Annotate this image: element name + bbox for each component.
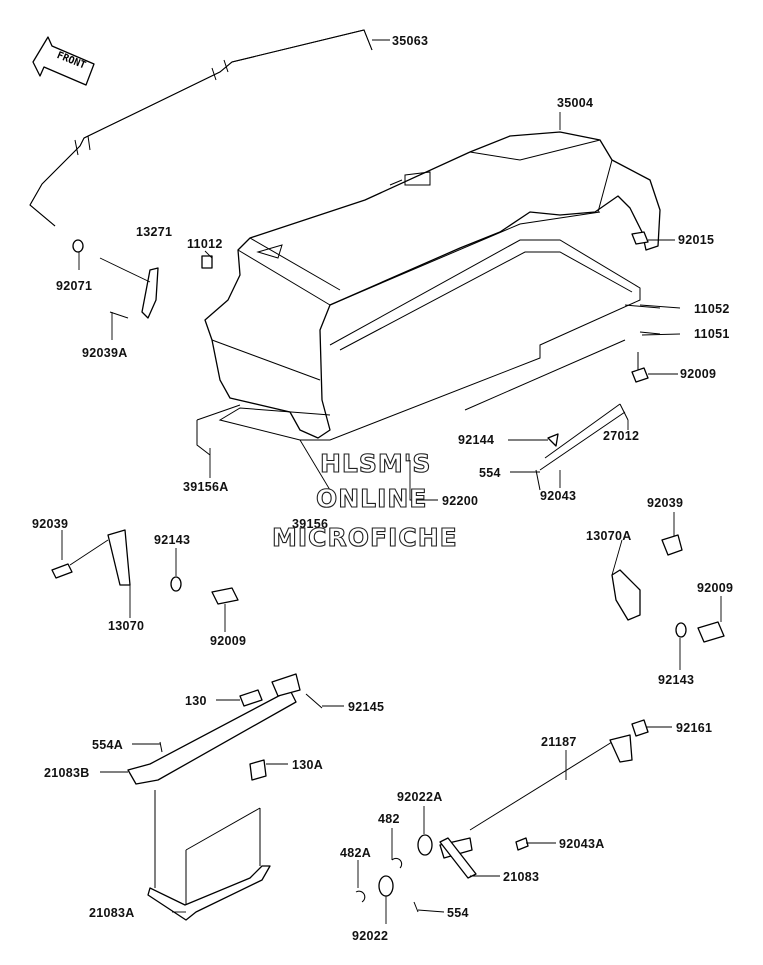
label-92200: 92200 <box>442 494 478 508</box>
label-554A: 554A <box>92 738 123 752</box>
label-92015: 92015 <box>678 233 714 247</box>
label-11051: 11051 <box>694 327 730 341</box>
watermark-line-2: ONLINE <box>316 484 427 513</box>
rod-35063 <box>29 29 373 227</box>
label-35063: 35063 <box>392 34 428 48</box>
front-arrow-icon: FRONT <box>32 36 95 86</box>
clip-482 <box>391 857 403 869</box>
label-130: 130 <box>185 694 207 708</box>
label-21083: 21083 <box>503 870 539 884</box>
right-hardware <box>535 231 661 491</box>
label-92039-left: 92039 <box>32 517 68 531</box>
label-11052: 11052 <box>694 302 730 316</box>
label-39156: 39156 <box>292 517 328 531</box>
rear-panel <box>218 239 641 441</box>
washer-92143-left <box>170 576 182 592</box>
label-21083A: 21083A <box>89 906 135 920</box>
label-92144: 92144 <box>458 433 494 447</box>
label-482: 482 <box>378 812 400 826</box>
linkage-21083B <box>127 673 323 785</box>
label-92043: 92043 <box>540 489 576 503</box>
seal-39156A <box>196 404 241 456</box>
label-92009-right: 92009 <box>697 581 733 595</box>
label-13070: 13070 <box>108 619 144 633</box>
cable-21187 <box>469 719 649 831</box>
label-21187: 21187 <box>541 735 577 749</box>
label-39156A: 39156A <box>183 480 229 494</box>
label-92143-left: 92143 <box>154 533 190 547</box>
label-13070A: 13070A <box>586 529 632 543</box>
washer-92143-right <box>675 622 687 638</box>
label-27012: 27012 <box>603 429 639 443</box>
label-92009-top: 92009 <box>680 367 716 381</box>
grommet-92071 <box>72 239 84 253</box>
label-92039-right: 92039 <box>647 496 683 510</box>
canopy-35004 <box>204 131 661 439</box>
bracket-13070A <box>611 534 725 643</box>
label-92143-right: 92143 <box>658 673 694 687</box>
label-130A: 130A <box>292 758 323 772</box>
label-92161: 92161 <box>676 721 712 735</box>
washer-92022 <box>378 875 394 897</box>
label-92039A: 92039A <box>82 346 128 360</box>
label-92022: 92022 <box>352 929 388 943</box>
label-92071: 92071 <box>56 279 92 293</box>
watermark-line-1: HLSM'S <box>320 449 431 478</box>
label-554-bottom: 554 <box>447 906 469 920</box>
bracket-13070 <box>51 529 239 605</box>
lever-21083 <box>355 834 529 913</box>
label-11012: 11012 <box>187 237 223 251</box>
label-92022A: 92022A <box>397 790 443 804</box>
label-554-top: 554 <box>479 466 501 480</box>
label-482A: 482A <box>340 846 371 860</box>
label-21083B: 21083B <box>44 766 90 780</box>
label-35004: 35004 <box>557 96 593 110</box>
leader-lines <box>61 39 722 924</box>
label-92043A: 92043A <box>559 837 605 851</box>
label-92145: 92145 <box>348 700 384 714</box>
bracket-13271 <box>72 239 213 319</box>
watermark-line-3: MICROFICHE <box>272 523 458 552</box>
clip-482A <box>355 890 366 903</box>
linkage-21083A <box>147 790 271 921</box>
watermark: HLSM'S ONLINE MICROFICHE <box>271 448 458 552</box>
pin-92039A <box>109 311 129 319</box>
part-labels: 35063 35004 13271 11012 92071 92039A 920… <box>32 34 733 943</box>
washer-92022A <box>417 834 433 856</box>
label-92009-mid: 92009 <box>210 634 246 648</box>
label-13271: 13271 <box>136 225 172 239</box>
